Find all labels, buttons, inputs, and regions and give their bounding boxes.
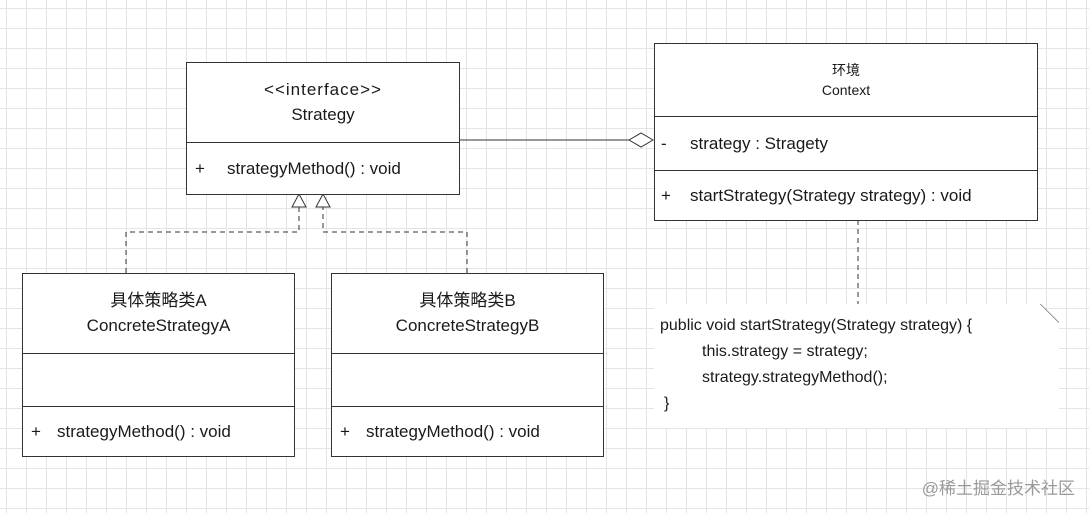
strategy-interface-name: Strategy [291,104,355,124]
strategy-attribute: strategy : Stragety [690,133,828,153]
note-line-4: } [664,395,670,412]
strategy-interface-header: <<interface>> Strategy [187,63,459,143]
realization-line-a [125,207,300,273]
context-class-box[interactable]: 环境 Context - strategy : Stragety + start… [654,43,1038,221]
context-operations: + startStrategy(Strategy strategy) : voi… [655,171,1037,220]
private-visibility: - [661,133,667,153]
note-line-3: strategy.strategyMethod(); [702,369,888,386]
concrete-a-name: ConcreteStrategyA [86,315,231,335]
public-visibility: + [195,158,205,178]
strategy-interface-box[interactable]: <<interface>> Strategy + strategyMethod(… [186,62,460,195]
context-name: Context [821,82,871,98]
strategy-method-row: + strategyMethod() : void [187,159,401,179]
concrete-strategy-a-box[interactable]: 具体策略类A ConcreteStrategyA + strategyMetho… [22,273,295,457]
concrete-a-operations: + strategyMethod() : void [23,407,294,456]
concrete-b-method-signature: strategyMethod() : void [366,421,540,441]
concrete-a-method-signature: strategyMethod() : void [57,421,231,441]
start-strategy-row: + startStrategy(Strategy strategy) : voi… [655,186,972,206]
watermark: @稀土掘金技术社区 [921,479,1075,498]
code-note[interactable]: public void startStrategy(Strategy strat… [654,304,1059,428]
note-line-2: this.strategy = strategy; [702,343,868,360]
concrete-strategy-b-header: 具体策略类B ConcreteStrategyB [332,274,603,354]
note-line-1: public void startStrategy(Strategy strat… [660,317,973,334]
interface-stereotype: <<interface>> [264,79,382,99]
concrete-b-attributes [332,354,603,407]
realization-line-b [322,207,468,273]
concrete-strategy-b-box[interactable]: 具体策略类B ConcreteStrategyB + strategyMetho… [331,273,604,457]
concrete-b-method-row: + strategyMethod() : void [332,422,540,442]
strategy-attribute-row: - strategy : Stragety [655,134,828,154]
aggregation-diamond [628,132,654,148]
context-attributes: - strategy : Stragety [655,117,1037,171]
strategy-interface-operations: + strategyMethod() : void [187,143,459,194]
concrete-strategy-a-header: 具体策略类A ConcreteStrategyA [23,274,294,354]
realization-arrowhead-b [315,192,331,208]
realization-arrowhead-a [291,192,307,208]
concrete-b-name: ConcreteStrategyB [395,315,540,335]
concrete-a-cn-name: 具体策略类A [110,290,207,310]
concrete-a-method-row: + strategyMethod() : void [23,422,231,442]
public-visibility: + [31,421,41,441]
start-strategy-signature: startStrategy(Strategy strategy) : void [690,185,972,205]
context-header: 环境 Context [655,44,1037,117]
concrete-b-operations: + strategyMethod() : void [332,407,603,456]
concrete-b-cn-name: 具体策略类B [419,290,516,310]
strategy-method-signature: strategyMethod() : void [227,158,401,178]
context-cn-name: 环境 [832,61,860,78]
public-visibility: + [661,185,671,205]
concrete-a-attributes [23,354,294,407]
public-visibility: + [340,421,350,441]
